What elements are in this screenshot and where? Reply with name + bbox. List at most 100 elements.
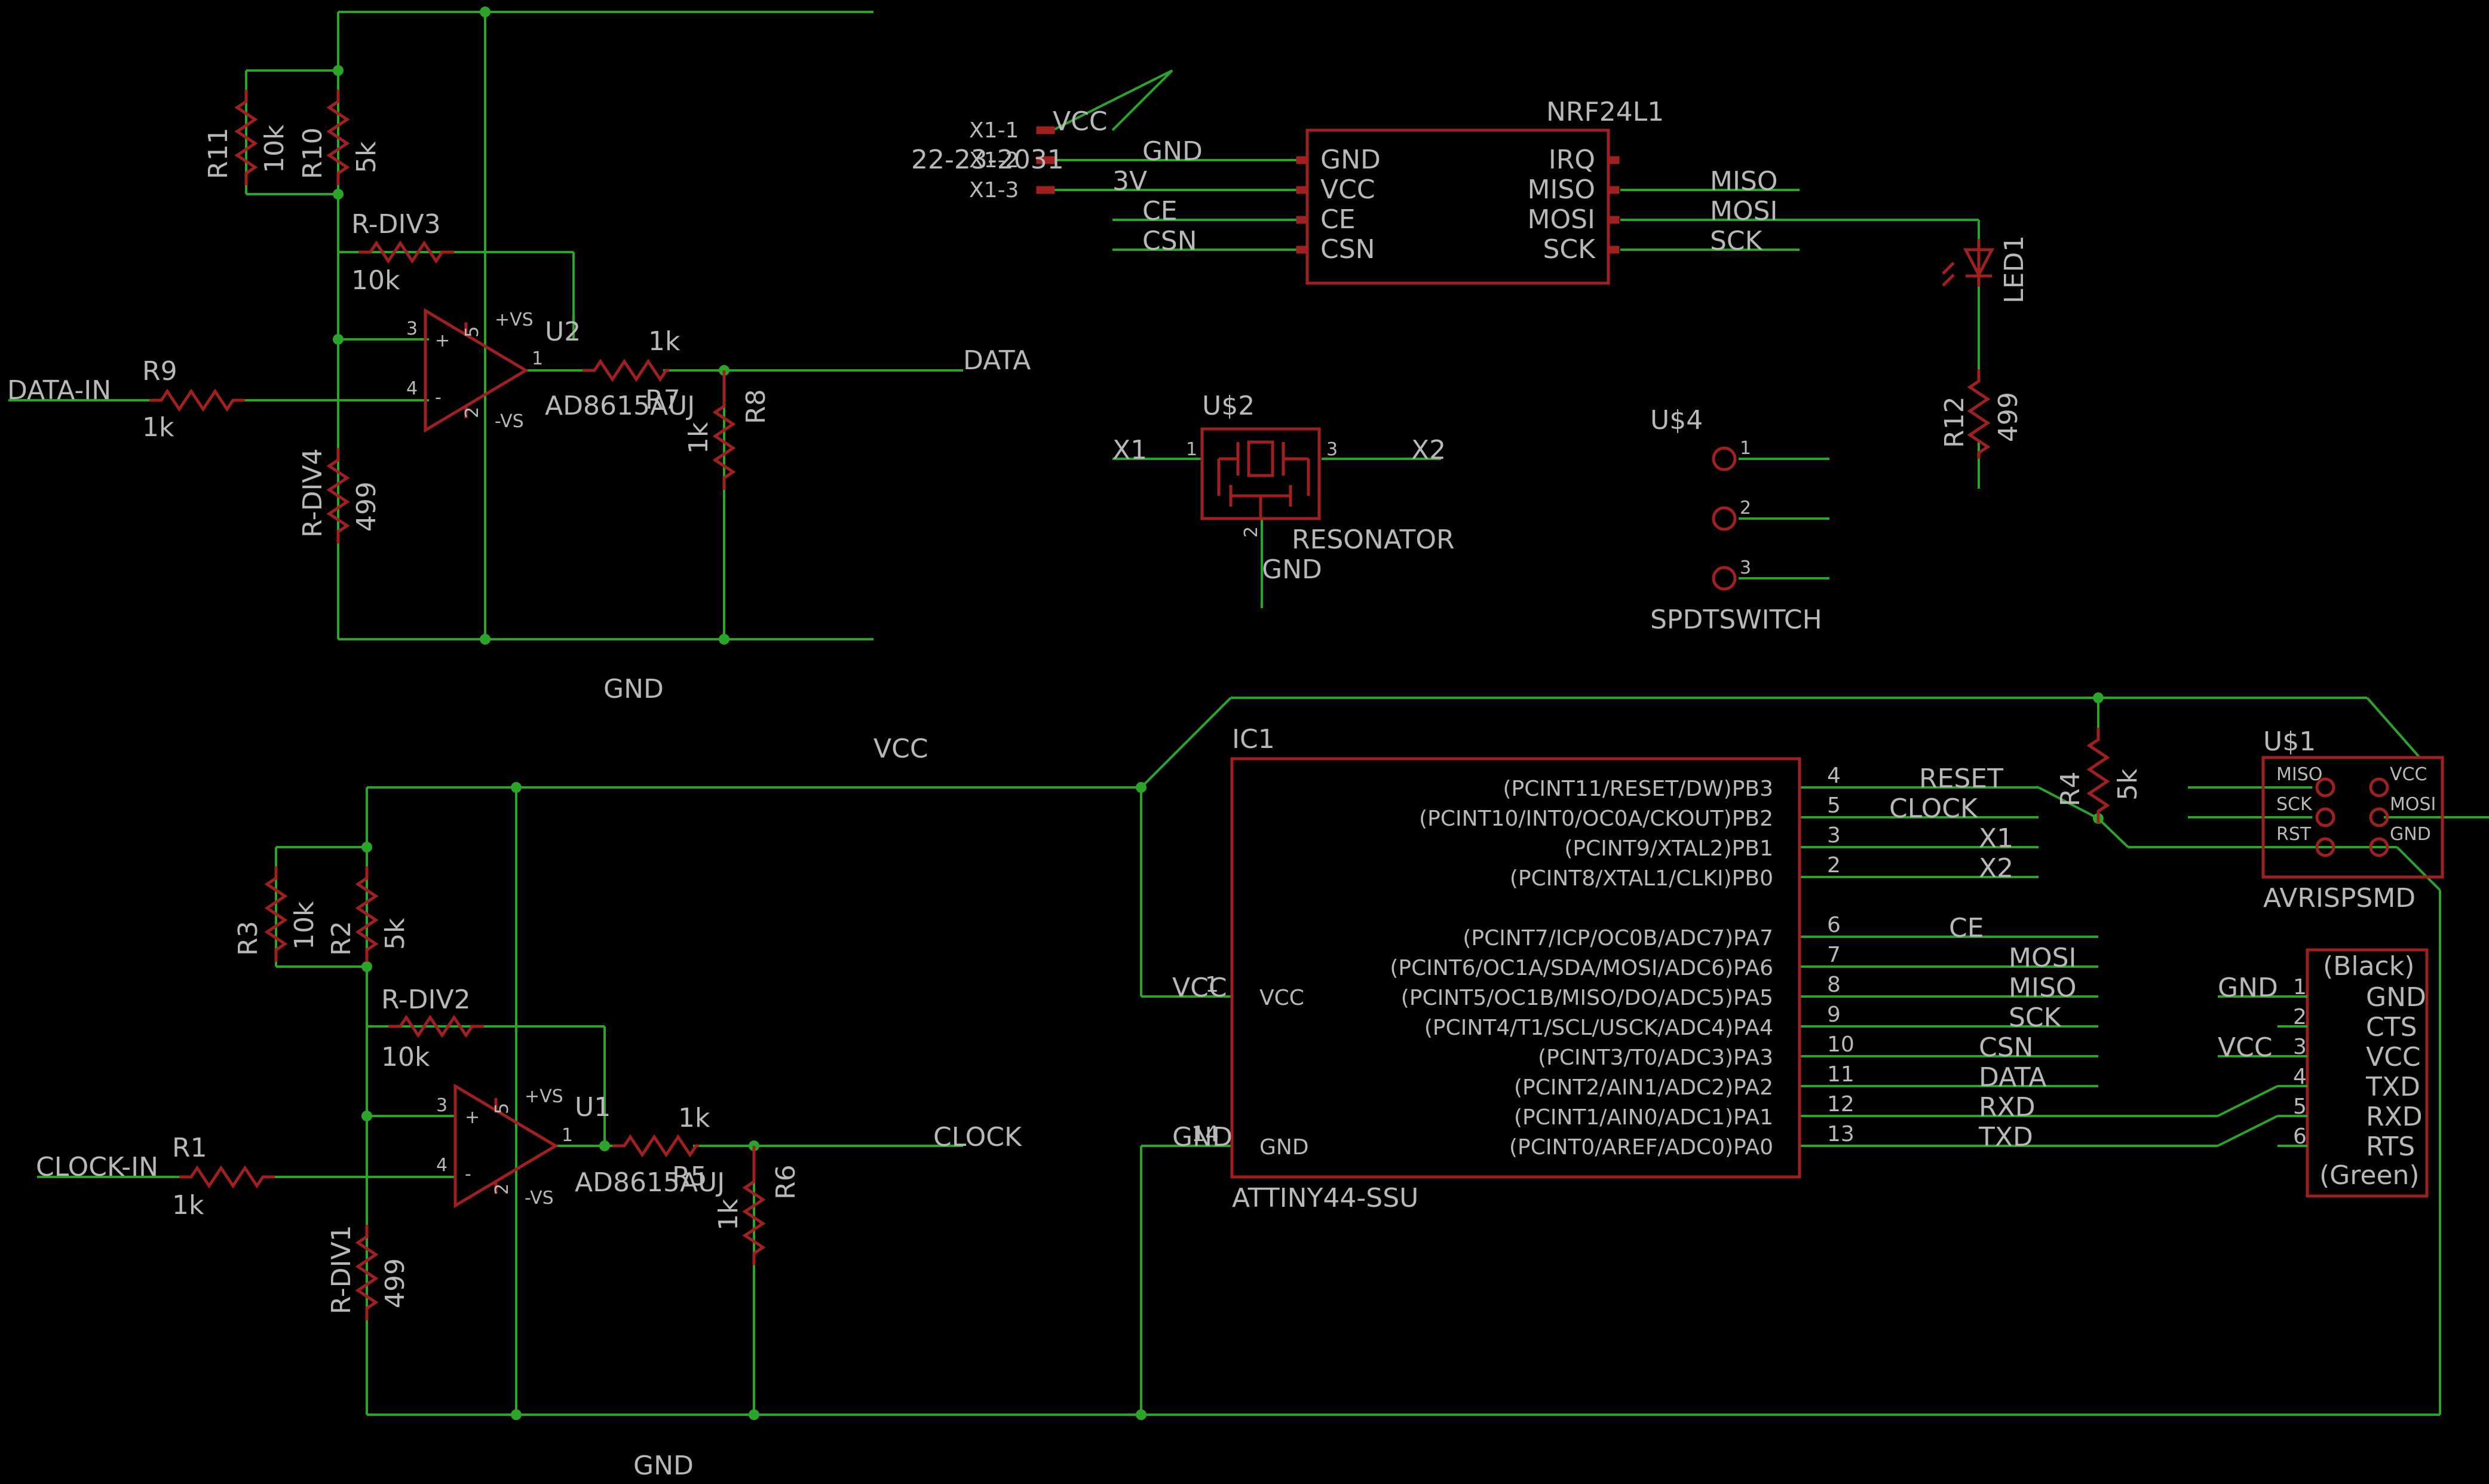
svg-text:R7: R7	[645, 385, 681, 415]
svg-text:X2: X2	[1979, 853, 2013, 884]
ic1-pin-label: (PCINT0/AREF/ADC0)PA0	[1509, 1135, 1773, 1160]
svg-text:1k: 1k	[142, 412, 174, 443]
svg-text:R11: R11	[203, 127, 234, 179]
svg-text:2: 2	[462, 407, 483, 418]
ftdi-pin-number: 2	[2293, 1005, 2307, 1029]
ftdi-pin-number: 4	[2293, 1065, 2307, 1089]
ic1-pin-label: (PCINT5/OC1B/MISO/DO/ADC5)PA5	[1401, 986, 1773, 1010]
svg-text:1: 1	[562, 1125, 573, 1146]
svg-text:10k: 10k	[289, 901, 320, 950]
ic1-pin-number: 11	[1827, 1062, 1855, 1087]
svg-text:R-DIV1: R-DIV1	[326, 1225, 357, 1314]
svg-text:CE: CE	[1320, 204, 1356, 235]
ic1-pin-number: 7	[1827, 943, 1841, 967]
svg-text:SPDTSWITCH: SPDTSWITCH	[1650, 605, 1822, 635]
ftdi-pin-label: GND	[2366, 982, 2426, 1013]
net-label-clock-in: CLOCK-IN	[36, 1152, 158, 1182]
resistor-r-div2: R-DIV2 10k	[381, 985, 484, 1072]
ftdi-pin-label: RTS	[2366, 1132, 2415, 1162]
svg-text:5k: 5k	[2113, 768, 2143, 801]
led-led1: LED1	[1942, 235, 2030, 303]
svg-text:MISO: MISO	[2009, 973, 2077, 1003]
ftdi-pin-label: CTS	[2366, 1012, 2417, 1043]
svg-text:MOSI: MOSI	[2009, 943, 2077, 973]
net-label-gnd-bottom: GND	[633, 1451, 694, 1481]
svg-text:2: 2	[492, 1183, 513, 1195]
svg-text:5: 5	[492, 1103, 513, 1114]
ic1-pin-label: (PCINT10/INT0/OC0A/CKOUT)PB2	[1419, 807, 1773, 831]
net-label-x2-res: X2	[1411, 435, 1446, 465]
ftdi-pin-label: RXD	[2366, 1102, 2423, 1132]
ic1-pin-number: 6	[1827, 913, 1841, 937]
net-label-vcc-ic: VCC	[1172, 973, 1227, 1003]
svg-text:SCK: SCK	[2009, 1002, 2062, 1033]
svg-text:VCC: VCC	[1259, 986, 1304, 1010]
ic1-pin-label: (PCINT9/XTAL2)PB1	[1564, 836, 1773, 861]
svg-text:499: 499	[1993, 392, 2024, 442]
ic1-pin-number: 2	[1827, 853, 1841, 878]
svg-text:+: +	[465, 1107, 480, 1128]
net-label-vcc-ftdi: VCC	[2218, 1032, 2273, 1063]
svg-text:1k: 1k	[172, 1190, 204, 1221]
svg-text:1: 1	[1205, 973, 1219, 997]
svg-text:MOSI: MOSI	[2390, 794, 2436, 815]
svg-text:IRQ: IRQ	[1549, 145, 1595, 175]
svg-text:R2: R2	[326, 921, 357, 956]
wires	[8, 11, 2489, 1416]
resistor-r7: 1k R7	[583, 326, 681, 415]
svg-text:R8: R8	[741, 389, 771, 424]
ic1-pin-label: (PCINT11/RESET/DW)PB3	[1503, 777, 1773, 801]
ic1-pin-label: (PCINT3/T0/ADC3)PA3	[1538, 1045, 1773, 1070]
svg-text:3: 3	[1326, 439, 1338, 460]
svg-text:10k: 10k	[259, 124, 290, 173]
svg-text:CLOCK: CLOCK	[1889, 793, 1978, 824]
svg-text:CSN: CSN	[1320, 234, 1375, 265]
net-label-gnd-res: GND	[1262, 554, 1322, 585]
net-label-x1-res: X1	[1112, 435, 1147, 465]
resistor-r8: R8 1k	[683, 370, 771, 490]
svg-text:DATA: DATA	[1979, 1062, 2046, 1093]
svg-text:1k: 1k	[713, 1198, 744, 1231]
svg-text:1k: 1k	[678, 1103, 710, 1133]
svg-text:22-23-2031: 22-23-2031	[911, 145, 1064, 175]
svg-text:-VS: -VS	[525, 1188, 554, 1209]
ic1-pin-number: 12	[1827, 1092, 1855, 1117]
svg-text:R-DIV4: R-DIV4	[298, 448, 328, 538]
svg-text:1: 1	[1186, 439, 1197, 460]
svg-text:R4: R4	[2055, 771, 2086, 807]
ic1-pin-number: 5	[1827, 793, 1841, 818]
ic1-pin-number: 4	[1827, 764, 1841, 788]
svg-text:2: 2	[1241, 526, 1262, 538]
svg-text:X1-3: X1-3	[969, 178, 1019, 203]
svg-text:10k: 10k	[381, 1042, 430, 1072]
svg-text:1: 1	[1740, 438, 1751, 459]
junction-dots	[333, 7, 2104, 1420]
net-label-clock: CLOCK	[933, 1122, 1022, 1152]
svg-text:R-DIV2: R-DIV2	[381, 985, 471, 1015]
svg-text:GND: GND	[2390, 824, 2431, 845]
svg-text:VCC: VCC	[2390, 764, 2427, 785]
svg-text:U1: U1	[575, 1092, 611, 1123]
svg-text:3: 3	[406, 318, 418, 339]
svg-text:SCK: SCK	[1543, 234, 1596, 265]
svg-text:1k: 1k	[683, 422, 714, 454]
ftdi-pin-label: VCC	[2366, 1042, 2421, 1072]
svg-text:IC1: IC1	[1232, 724, 1275, 755]
svg-text:R6: R6	[771, 1164, 801, 1200]
svg-text:(Green): (Green)	[2319, 1160, 2420, 1191]
net-label-data-in: DATA-IN	[7, 375, 111, 406]
ic1-pin-list: (PCINT11/RESET/DW)PB3 4 (PCINT10/INT0/OC0A…	[1390, 764, 1854, 1160]
svg-text:RXD: RXD	[1979, 1092, 2036, 1123]
switch-u4: 1 2 3 U$4 SPDTSWITCH	[1650, 405, 1822, 635]
svg-text:X1: X1	[1979, 823, 2013, 854]
svg-text:+VS: +VS	[495, 309, 534, 330]
svg-text:R9: R9	[142, 356, 177, 387]
ic-ic1: IC1 ATTINY44-SSU VCC GND 1 14 VCC GND (P…	[1172, 724, 1855, 1213]
svg-text:RST: RST	[2276, 824, 2312, 845]
svg-text:5: 5	[462, 326, 483, 338]
svg-text:4: 4	[436, 1155, 447, 1176]
svg-text:499: 499	[351, 482, 382, 532]
svg-text:1k: 1k	[648, 326, 681, 357]
svg-text:AD8615AUJ: AD8615AUJ	[575, 1167, 725, 1198]
